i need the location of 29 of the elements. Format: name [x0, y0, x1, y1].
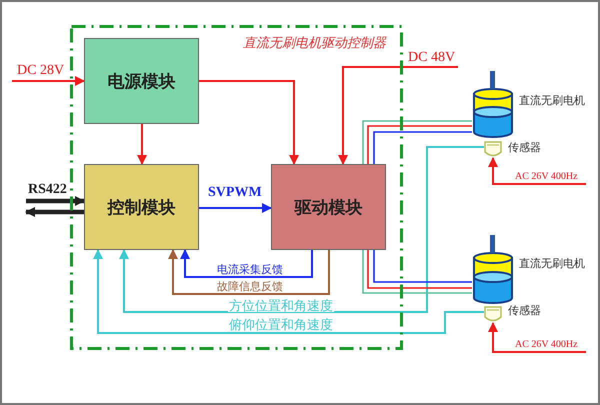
edge-label: 俯仰位置和角速度	[228, 318, 334, 331]
part-label: 传感器	[507, 306, 542, 317]
edge-label: 电流采集反馈	[216, 265, 284, 276]
part-label: 传感器	[507, 143, 542, 154]
arrow	[488, 322, 586, 353]
arrow	[26, 196, 85, 206]
module-box: 控制模块	[84, 164, 199, 250]
edge-label: AC 26V 400Hz	[514, 172, 579, 182]
arrow	[137, 124, 147, 165]
arrow	[488, 157, 586, 185]
edge-label: 故障信息反馈	[216, 282, 284, 293]
arrow	[25, 207, 84, 217]
edge-label: 方位位置和角速度	[228, 299, 334, 312]
arrow	[180, 249, 313, 278]
wire	[373, 131, 472, 164]
arrow	[119, 146, 484, 313]
wire	[373, 250, 472, 283]
module-box: 驱动模块	[271, 164, 386, 250]
arrow	[12, 76, 85, 86]
arrow	[199, 203, 272, 213]
arrow	[168, 249, 330, 295]
arrow	[338, 66, 458, 165]
arrow	[93, 249, 484, 334]
arrow	[199, 80, 299, 165]
part-label: 直流无刷电机	[518, 259, 586, 270]
part-label: 直流无刷电机	[518, 96, 586, 107]
edge-label: AC 26V 400Hz	[514, 340, 579, 350]
module-box: 电源模块	[84, 38, 199, 124]
frame-title: 直流无刷电机驱动控制器	[242, 36, 387, 49]
